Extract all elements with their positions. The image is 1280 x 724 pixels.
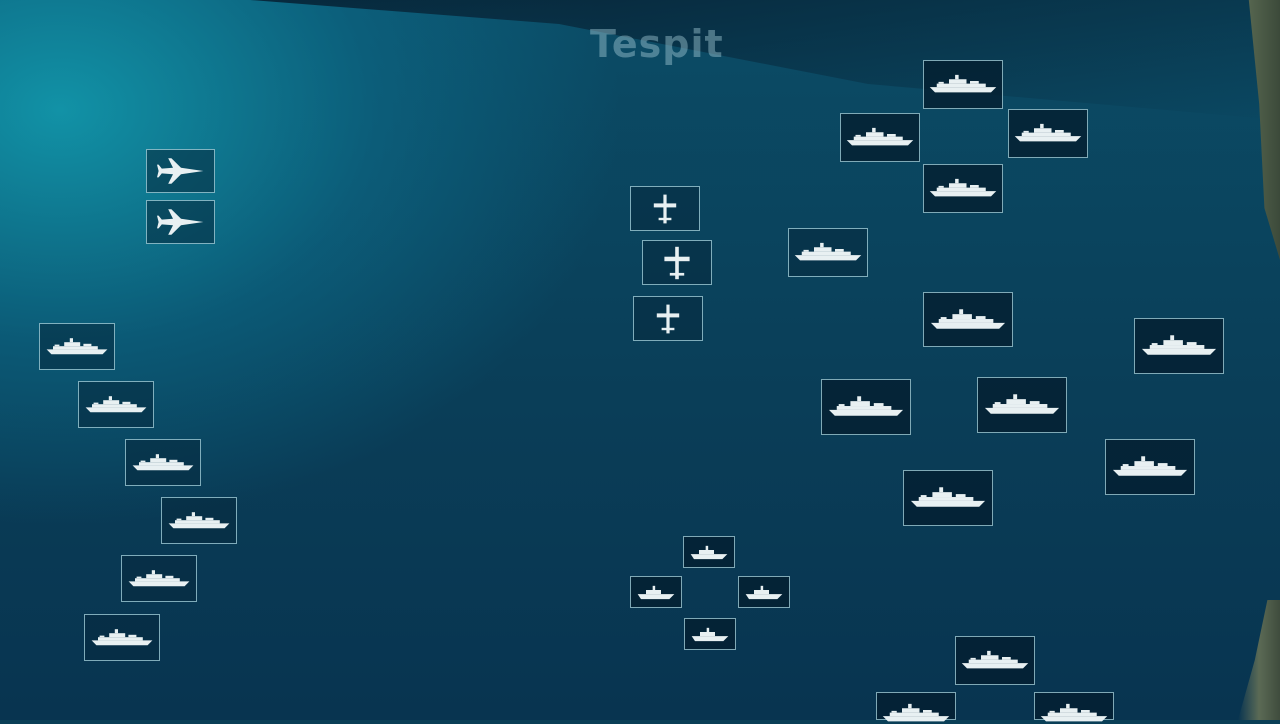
- patrol-boat-icon: [690, 626, 730, 643]
- patrol-boat-unit[interactable]: [738, 576, 790, 608]
- frigate-icon: [127, 569, 191, 589]
- warship-icon: [1111, 455, 1189, 479]
- frigate-icon: [45, 337, 109, 357]
- east-ship-unit[interactable]: [821, 379, 911, 435]
- jet-icon: [157, 156, 205, 186]
- warship-icon: [793, 242, 863, 263]
- warship-icon: [1039, 703, 1109, 724]
- jet-icon: [157, 207, 205, 237]
- warship-icon: [983, 393, 1061, 417]
- east-ship-unit[interactable]: [923, 292, 1013, 347]
- warship-icon: [928, 178, 998, 199]
- east-ship-unit[interactable]: [903, 470, 993, 526]
- east-ship-unit[interactable]: [788, 228, 868, 277]
- warship-icon: [909, 486, 987, 510]
- west-ship-unit[interactable]: [39, 323, 115, 370]
- warship-icon: [960, 650, 1030, 671]
- west-ship-unit[interactable]: [84, 614, 160, 661]
- aircraft-unit[interactable]: [630, 186, 700, 231]
- west-ship-unit[interactable]: [121, 555, 197, 602]
- east-ship-unit[interactable]: [923, 60, 1003, 109]
- east-ship-unit[interactable]: [1008, 109, 1088, 158]
- west-ship-unit[interactable]: [78, 381, 154, 428]
- patrol-boat-unit[interactable]: [630, 576, 682, 608]
- east-ship-unit[interactable]: [977, 377, 1067, 433]
- patrol-aircraft-icon: [659, 245, 695, 281]
- patrol-boat-unit[interactable]: [684, 618, 736, 650]
- warship-icon: [928, 74, 998, 95]
- jet-unit[interactable]: [146, 149, 215, 193]
- east-ship-unit[interactable]: [1134, 318, 1224, 374]
- place-label: Tespit: [590, 22, 724, 66]
- warship-icon: [881, 703, 951, 724]
- frigate-icon: [84, 395, 148, 415]
- warship-icon: [929, 308, 1007, 332]
- warship-icon: [845, 127, 915, 148]
- patrol-aircraft-icon: [649, 193, 681, 225]
- patrol-boat-icon: [689, 544, 729, 561]
- aircraft-unit[interactable]: [633, 296, 703, 341]
- frigate-icon: [131, 453, 195, 473]
- aircraft-unit[interactable]: [642, 240, 712, 285]
- east-ship-unit[interactable]: [1034, 692, 1114, 720]
- west-ship-unit[interactable]: [161, 497, 237, 544]
- patrol-boat-unit[interactable]: [683, 536, 735, 568]
- patrol-boat-icon: [744, 584, 784, 601]
- east-ship-unit[interactable]: [1105, 439, 1195, 495]
- frigate-icon: [167, 511, 231, 531]
- jet-unit[interactable]: [146, 200, 215, 244]
- east-ship-unit[interactable]: [923, 164, 1003, 213]
- east-ship-unit[interactable]: [840, 113, 920, 162]
- patrol-aircraft-icon: [652, 303, 684, 335]
- west-ship-unit[interactable]: [125, 439, 201, 486]
- warship-icon: [1013, 123, 1083, 144]
- east-ship-unit[interactable]: [876, 692, 956, 720]
- frigate-icon: [90, 628, 154, 648]
- warship-icon: [1140, 334, 1218, 358]
- east-ship-unit[interactable]: [955, 636, 1035, 685]
- warship-icon: [827, 395, 905, 419]
- patrol-boat-icon: [636, 584, 676, 601]
